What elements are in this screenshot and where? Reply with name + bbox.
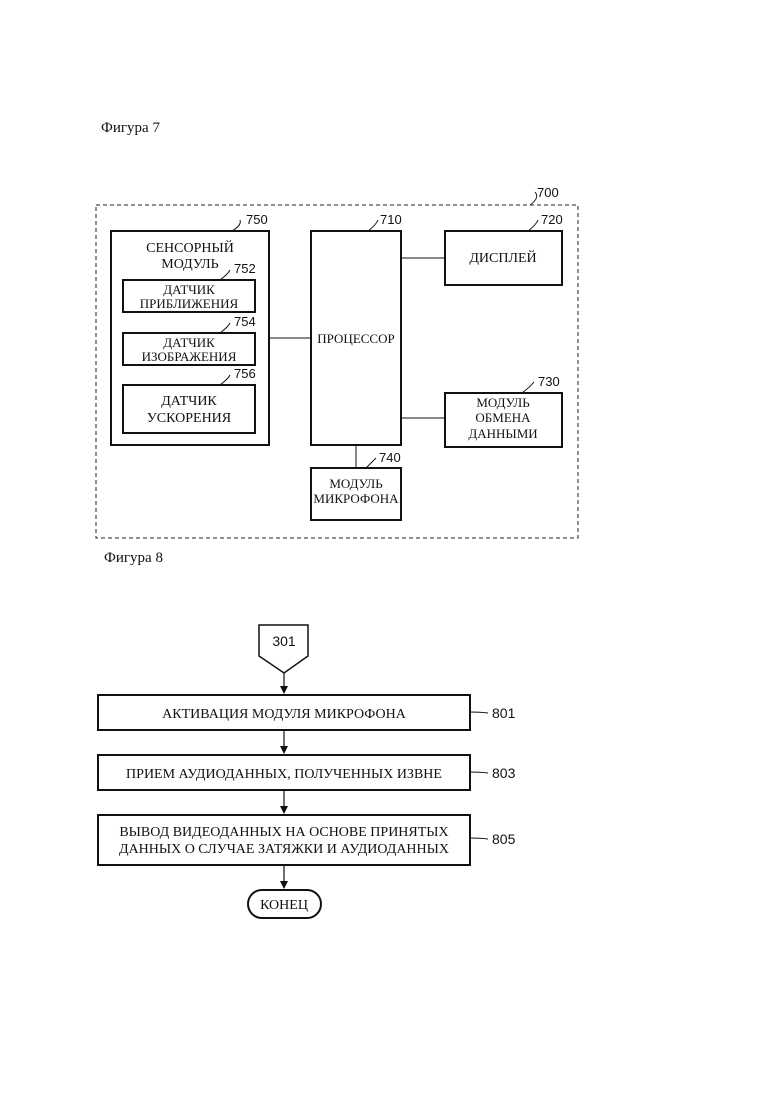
display-720: 720 ДИСПЛЕЙ bbox=[445, 212, 563, 285]
sensor-module-label-line2: МОДУЛЬ bbox=[161, 257, 218, 272]
step-801-ref: 801 bbox=[492, 705, 516, 721]
device-ref-number: 700 bbox=[537, 185, 559, 200]
step-805-text-line1: ВЫВОД ВИДЕОДАННЫХ НА ОСНОВЕ ПРИНЯТЫХ bbox=[119, 825, 448, 840]
processor-leader bbox=[368, 220, 378, 231]
display-leader bbox=[528, 220, 538, 231]
comm-module-line3: ДАННЫМИ bbox=[468, 426, 537, 441]
processor-label: ПРОЦЕССОР bbox=[317, 331, 394, 346]
image-sensor-ref: 754 bbox=[234, 314, 256, 329]
step-801-leader bbox=[470, 712, 488, 713]
mic-module-line1: МОДУЛЬ bbox=[329, 476, 383, 491]
figure7-caption: Фигура 7 bbox=[101, 120, 160, 136]
step-803-leader bbox=[470, 772, 488, 773]
comm-module-leader bbox=[522, 382, 534, 393]
sensor-module-ref: 750 bbox=[246, 212, 268, 227]
start-connector-label: 301 bbox=[272, 633, 296, 649]
device-leader-line bbox=[530, 192, 537, 205]
flow-step-803: ПРИЕМ АУДИОДАННЫХ, ПОЛУЧЕННЫХ ИЗВНЕ 803 bbox=[98, 755, 516, 790]
image-sensor-line1: ДАТЧИК bbox=[163, 335, 215, 350]
sensor-module-label-line1: СЕНСОРНЫЙ bbox=[146, 239, 234, 256]
processor-ref: 710 bbox=[380, 212, 402, 227]
sensor-module-750: 750 СЕНСОРНЫЙ МОДУЛЬ 752 ДАТЧИК ПРИБЛИЖЕ… bbox=[111, 212, 269, 445]
comm-module-ref: 730 bbox=[538, 374, 560, 389]
proximity-sensor-line2: ПРИБЛИЖЕНИЯ bbox=[140, 296, 239, 311]
step-805-text-line2: ДАННЫХ О СЛУЧАЕ ЗАТЯЖКИ И АУДИОДАННЫХ bbox=[119, 842, 449, 857]
step-805-ref: 805 bbox=[492, 831, 516, 847]
flow-step-801: АКТИВАЦИЯ МОДУЛЯ МИКРОФОНА 801 bbox=[98, 695, 516, 730]
step-805-leader bbox=[470, 838, 488, 839]
processor-710: 710 ПРОЦЕССОР bbox=[311, 212, 402, 445]
step-805-box bbox=[98, 815, 470, 865]
mic-module-ref: 740 bbox=[379, 450, 401, 465]
proximity-sensor-line1: ДАТЧИК bbox=[163, 282, 215, 297]
acceleration-sensor-line1: ДАТЧИК bbox=[161, 394, 217, 409]
sensor-module-leader bbox=[232, 220, 240, 231]
flow-step-805: ВЫВОД ВИДЕОДАННЫХ НА ОСНОВЕ ПРИНЯТЫХ ДАН… bbox=[98, 815, 516, 865]
proximity-sensor-ref: 752 bbox=[234, 261, 256, 276]
step-803-text: ПРИЕМ АУДИОДАННЫХ, ПОЛУЧЕННЫХ ИЗВНЕ bbox=[126, 767, 442, 782]
step-801-text: АКТИВАЦИЯ МОДУЛЯ МИКРОФОНА bbox=[162, 707, 407, 722]
flow-start-connector: 301 bbox=[259, 625, 308, 673]
flow-end-terminator: КОНЕЦ bbox=[248, 890, 321, 918]
comm-module-line1: МОДУЛЬ bbox=[476, 395, 530, 410]
display-label: ДИСПЛЕЙ bbox=[469, 249, 536, 266]
display-ref: 720 bbox=[541, 212, 563, 227]
end-terminator-label: КОНЕЦ bbox=[260, 898, 308, 913]
acceleration-sensor-ref: 756 bbox=[234, 366, 256, 381]
mic-module-line2: МИКРОФОНА bbox=[313, 491, 399, 506]
image-sensor-line2: ИЗОБРАЖЕНИЯ bbox=[142, 349, 237, 364]
mic-module-leader bbox=[366, 458, 376, 468]
acceleration-sensor-line2: УСКОРЕНИЯ bbox=[147, 411, 231, 426]
comm-module-730: 730 МОДУЛЬ ОБМЕНА ДАННЫМИ bbox=[445, 374, 562, 447]
step-803-ref: 803 bbox=[492, 765, 516, 781]
figure8-caption: Фигура 8 bbox=[104, 550, 163, 566]
comm-module-line2: ОБМЕНА bbox=[475, 410, 531, 425]
